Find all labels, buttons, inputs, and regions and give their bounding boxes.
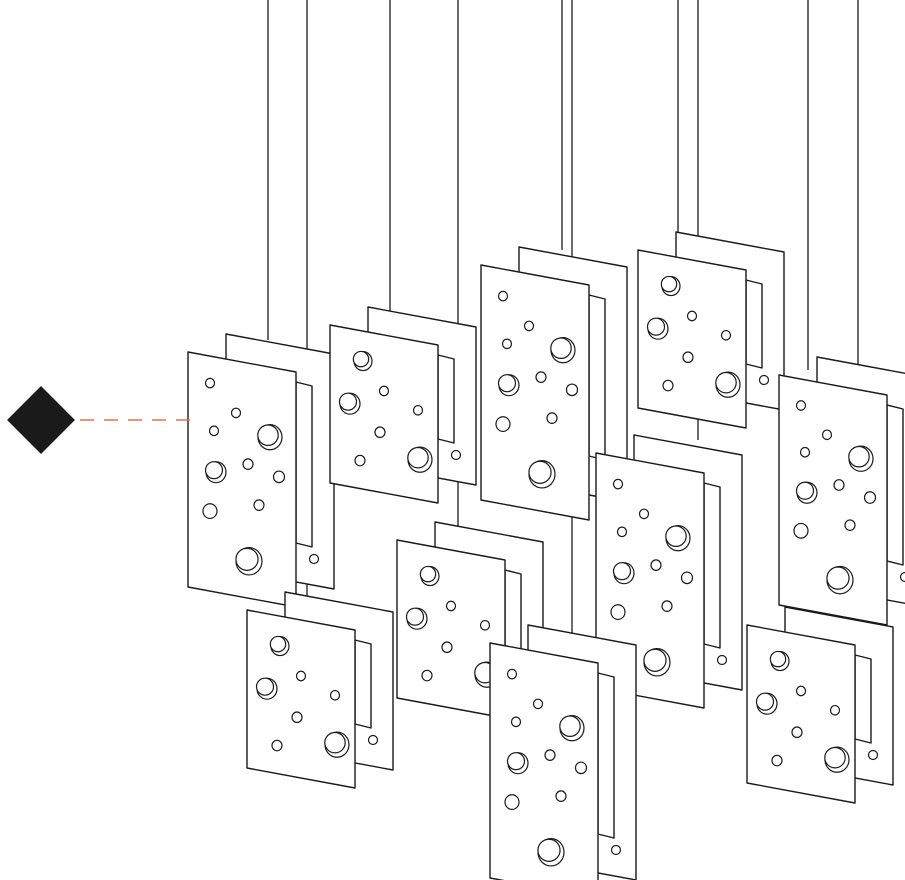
panel-bracket	[295, 381, 313, 548]
panel-hole	[833, 479, 845, 491]
panel-hole	[329, 689, 341, 701]
panel-hole	[650, 559, 662, 571]
panel-hole	[795, 685, 807, 697]
panel-group	[187, 231, 905, 880]
panel-hole	[682, 351, 694, 364]
panel-hole	[242, 458, 254, 470]
panel-hole	[202, 503, 218, 520]
panel-hole	[544, 749, 556, 761]
panel-hole	[208, 425, 220, 437]
panel-front-plate	[480, 264, 590, 521]
diamond-marker-icon[interactable]	[7, 386, 75, 454]
hanging-panel	[246, 591, 394, 789]
panel-hole	[686, 310, 698, 322]
panel-hole	[555, 790, 567, 802]
panel-hole	[821, 429, 833, 441]
panel-hole	[863, 491, 877, 504]
panel-hole	[230, 407, 242, 419]
panel-hole	[638, 508, 650, 520]
panel-bracket	[597, 672, 615, 839]
panel-hole	[354, 454, 366, 467]
panel-hole	[506, 668, 518, 680]
panel-bracket	[745, 279, 763, 369]
callout	[7, 386, 198, 454]
panel-hole	[501, 338, 513, 350]
panel-hole	[791, 726, 803, 739]
hanging-panel	[187, 333, 335, 608]
panel-hole	[504, 794, 520, 811]
panel-hole	[495, 416, 511, 433]
panel-hole	[497, 290, 509, 302]
panel-hole	[295, 670, 307, 682]
panel-hole	[680, 571, 694, 585]
panel-bracket	[588, 294, 606, 461]
panel-hole	[271, 739, 283, 752]
panel-bracket	[703, 482, 721, 649]
hanging-panel	[637, 231, 785, 429]
panel-hole	[272, 470, 286, 484]
panel-hole	[546, 412, 558, 424]
panel-bracket	[437, 354, 455, 444]
panel-hole	[532, 698, 544, 710]
hanging-panel	[329, 306, 477, 504]
panel-front-plate	[489, 642, 599, 880]
panel-hole	[793, 522, 809, 539]
panel-hole	[510, 716, 522, 728]
panel-bracket	[854, 654, 872, 744]
panel-hole	[829, 704, 841, 716]
panel-hole	[445, 600, 457, 612]
panel-bracket	[886, 404, 904, 566]
panel-hole	[535, 371, 547, 383]
panel-front-plate	[778, 374, 888, 626]
panel-hole	[662, 379, 674, 392]
panel-hole	[441, 641, 453, 654]
panel-hole	[412, 404, 424, 416]
hanging-panel	[489, 624, 637, 880]
panel-hole	[479, 619, 491, 631]
panel-hole	[799, 446, 811, 458]
panel-bracket	[354, 639, 372, 729]
panel-bracket	[504, 569, 522, 659]
panel-hole	[771, 754, 783, 767]
panel-hole	[720, 329, 732, 341]
panel-hole	[844, 519, 856, 532]
panel-hole	[291, 711, 303, 724]
hanging-panel	[480, 246, 628, 521]
panel-hole	[574, 761, 588, 775]
panel-hole	[378, 385, 390, 397]
hanging-panel	[746, 606, 894, 804]
panel-hole	[616, 526, 628, 538]
panel-hole	[565, 383, 579, 397]
panel-hole	[661, 600, 673, 612]
panel-hole	[610, 604, 626, 621]
panel-hole	[253, 499, 265, 511]
panel-hole	[795, 400, 807, 411]
panel-hole	[523, 320, 535, 332]
panel-hole	[374, 426, 386, 439]
panel-hole	[612, 478, 624, 490]
panel-hole	[204, 377, 216, 389]
panel-hole	[421, 669, 433, 682]
hanging-panel	[778, 356, 905, 626]
